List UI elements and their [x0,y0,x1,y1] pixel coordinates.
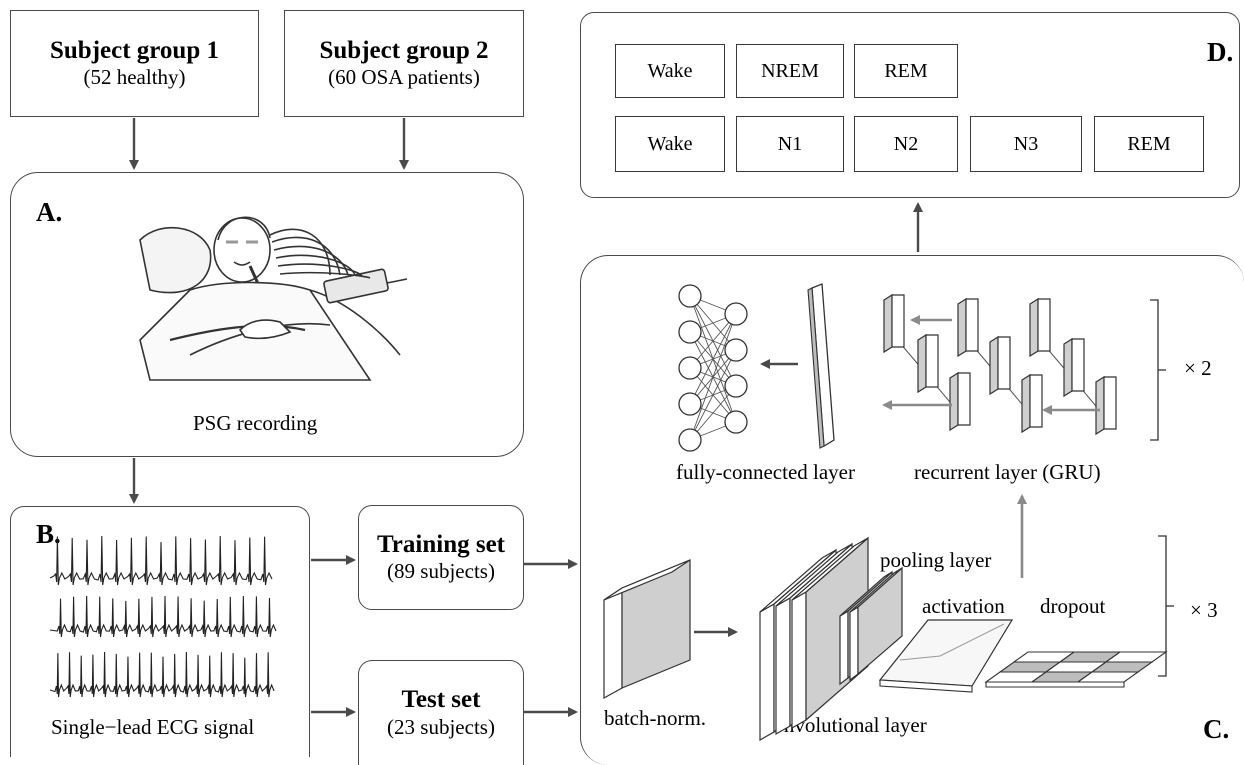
conv-slab-front-3 [791,590,807,730]
batch-norm-slab [603,586,623,700]
fc-node-input-2 [678,320,702,344]
gru-block-2 [917,333,927,394]
ecg-trace-row-1 [49,535,273,586]
panel-c-letter: C. [1203,714,1230,744]
pooling-slabs [839,566,903,686]
subject-group-2-title: Subject group 2 [319,36,489,64]
dropout-label: dropout [1040,594,1106,618]
pooling-layer-label: pooling layer [880,548,992,572]
gru-block-6 [1021,373,1031,434]
fc-node-input-5 [678,428,702,452]
stage-row1-wake: Wake [615,44,725,98]
gru-block-8 [1063,337,1073,398]
conv-repeat-label: × 3 [1190,598,1218,622]
stage-row2-rem: REM [1094,116,1204,172]
stage-row2-wake: Wake [615,116,725,172]
fc-network [678,284,748,452]
gru-block-9 [1095,375,1105,436]
stage-row1-rem: REM [854,44,958,98]
dropout-grid [984,651,1168,688]
fc-node-hidden-4 [724,410,748,434]
activation-label: activation [922,594,1005,618]
gru-block-7 [1029,297,1039,358]
batch-norm-label: batch-norm. [604,706,707,730]
psg-caption: PSG recording [193,411,318,435]
fc-node-hidden-2 [724,338,748,362]
gru-block-4 [957,297,967,358]
fc-node-input-1 [678,284,702,308]
dropout-cell-2-2 [1104,651,1168,663]
panel-a-box: A. PSG recording [10,172,524,457]
pool-slab-2 [849,605,859,682]
rnn-layer-label: recurrent layer (GRU) [914,460,1101,484]
stage-row1-nrem: NREM [736,44,844,98]
psg-patient-illustration [139,216,408,381]
gru-block-3 [949,371,959,432]
test-set-title: Test set [401,686,481,714]
test-set-subtitle: (23 subjects) [387,714,495,739]
training-set-title: Training set [376,530,505,558]
test-set-box: Test set (23 subjects) [358,660,524,765]
training-set-subtitle: (89 subjects) [387,559,495,584]
panel-d-letter: D. [1207,37,1234,67]
gru-block-1 [883,293,893,354]
conv-slab-front-1 [759,602,775,742]
ecg-caption: Single−lead ECG signal [51,715,255,739]
conv-slab-front-2 [775,596,791,736]
stage-row2-n1: N1 [736,116,844,172]
fc-layer-label: fully-connected layer [676,460,855,484]
fc-node-hidden-1 [724,302,748,326]
subject-group-2-box: Subject group 2 (60 OSA patients) [284,10,524,117]
panel-b-letter: B. [36,519,61,549]
panel-a-letter: A. [36,197,63,227]
gru-block-5 [989,335,999,396]
subject-group-1-box: Subject group 1 (52 healthy) [10,10,259,117]
pool-slab-1 [839,609,849,686]
fc-node-input-4 [678,392,702,416]
fc-node-hidden-3 [724,374,748,398]
ecg-trace-row-3 [49,652,275,698]
ecg-trace-row-2 [49,595,277,638]
subject-group-1-title: Subject group 1 [49,36,219,64]
subject-group-1-subtitle: (52 healthy) [83,65,186,90]
ecg-signal-traces [49,535,277,698]
stage-row2-n2: N2 [854,116,958,172]
gru-blocks [883,293,1117,436]
fc-node-input-3 [678,356,702,380]
subject-group-2-subtitle: (60 OSA patients) [328,65,480,90]
rnn-repeat-label: × 2 [1184,356,1212,380]
training-set-box: Training set (89 subjects) [358,505,524,610]
stage-row2-n3: N3 [970,116,1082,172]
